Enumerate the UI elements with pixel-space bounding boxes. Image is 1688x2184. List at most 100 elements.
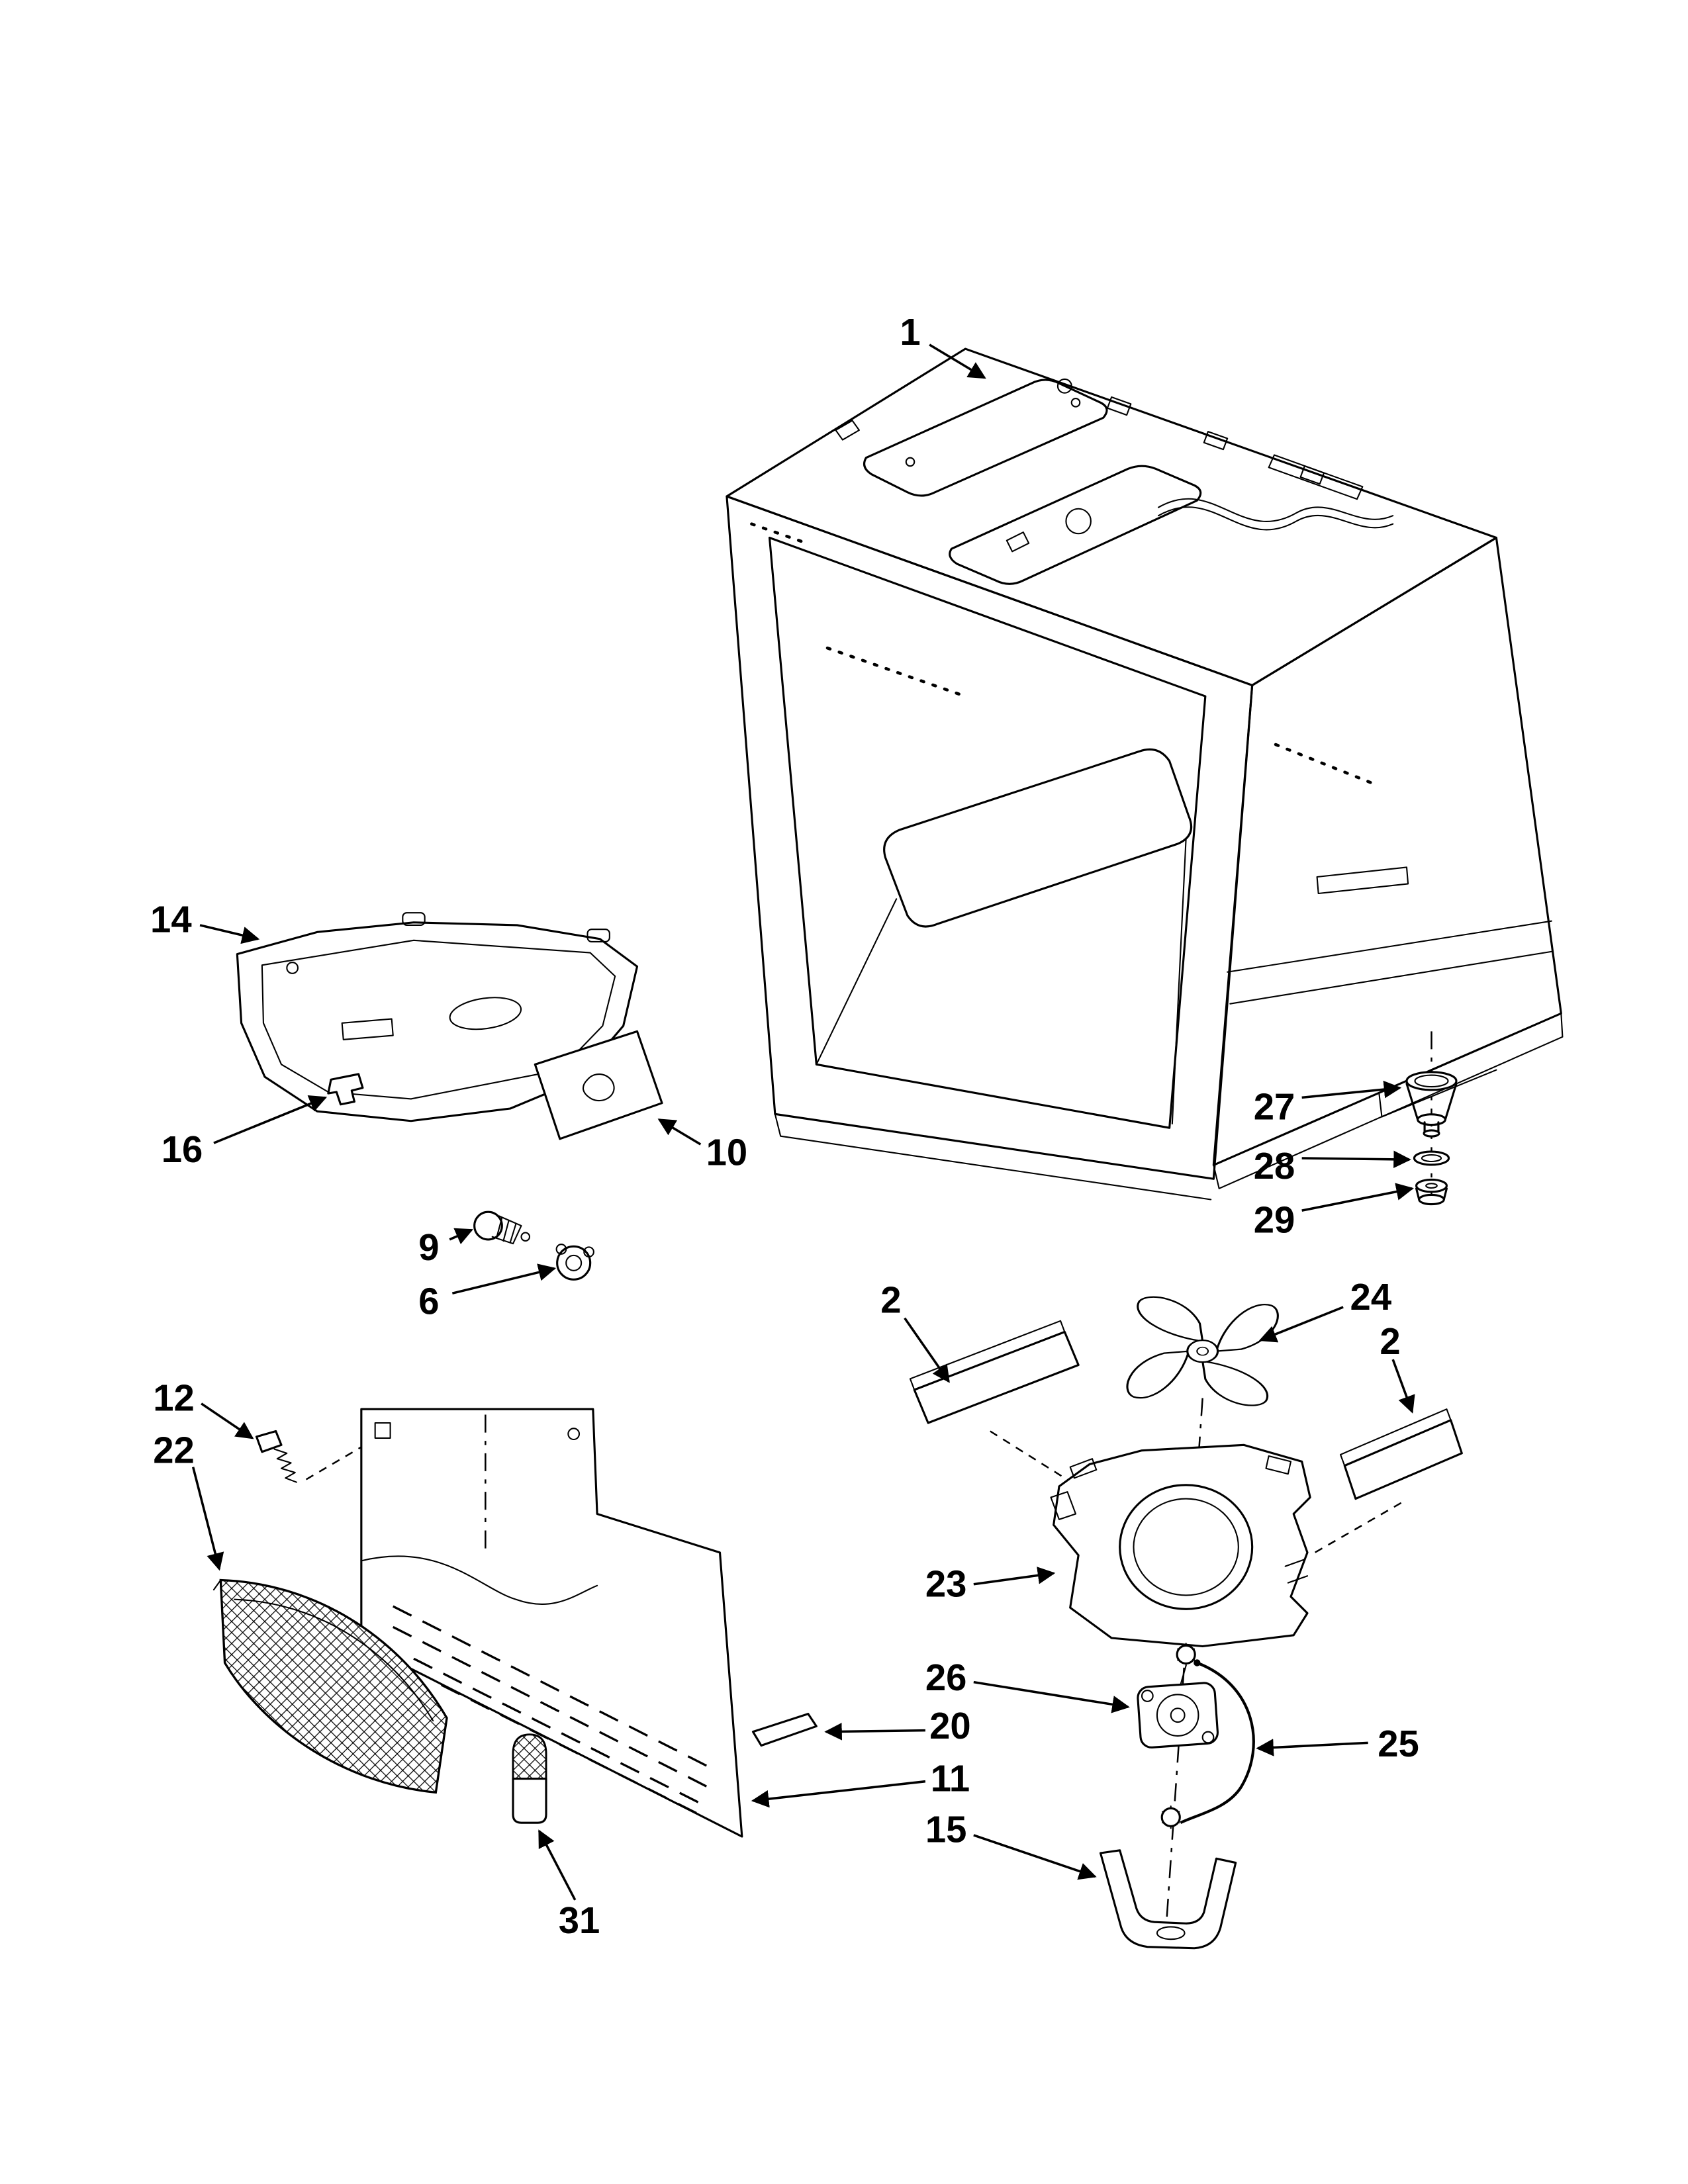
fan-hub <box>1186 1340 1219 1363</box>
right-face-slot <box>1316 866 1409 895</box>
callout-23: 23 <box>925 1563 967 1605</box>
lamp-cover-dome <box>512 1733 547 1780</box>
foam-block-right-drawing <box>1339 1408 1463 1500</box>
evaporator-plate-a <box>863 379 1108 497</box>
light-grille-drawing <box>212 1578 448 1794</box>
leader-24 <box>1258 1306 1344 1343</box>
callout-22: 22 <box>153 1429 195 1471</box>
callout-16: 16 <box>162 1128 203 1170</box>
motor-mount-1 <box>1141 1690 1154 1702</box>
bracket-hole <box>1156 1926 1186 1940</box>
mounting-bracket-drawing <box>1099 1849 1237 1950</box>
leader-25 <box>1256 1739 1368 1756</box>
callout-9: 9 <box>418 1226 439 1268</box>
foam-right-top <box>1339 1408 1452 1467</box>
panel-vent-row-4 <box>440 1684 697 1815</box>
drain-cup-drawing <box>1405 1071 1458 1138</box>
cup-sides <box>1405 1082 1458 1121</box>
dotted-row-interior <box>825 646 967 698</box>
leader-15 <box>973 1834 1097 1880</box>
callout-27: 27 <box>1254 1086 1295 1128</box>
callout-labels: 1 2 2 6 9 10 11 12 14 15 16 20 22 23 24 … <box>150 311 1419 1941</box>
grille-inner-curve <box>234 1598 434 1722</box>
panel-contour-line <box>360 1555 598 1605</box>
plate-b-hole <box>1065 508 1092 535</box>
clip-drawing <box>327 1073 364 1106</box>
ring-outer <box>1413 1150 1450 1166</box>
fan-blade-2 <box>1215 1304 1279 1352</box>
socket-ear-1 <box>555 1244 567 1255</box>
leader-22 <box>191 1467 224 1571</box>
motor-shaft <box>1180 1664 1187 1686</box>
liner-opening <box>768 536 1207 1129</box>
grille-tip <box>212 1579 222 1591</box>
motor-body <box>1137 1682 1219 1749</box>
fan-blade-1 <box>1137 1296 1204 1342</box>
callout-28: 28 <box>1254 1145 1295 1187</box>
seal-ring-drawing <box>1413 1150 1450 1166</box>
fan-blade-3 <box>1201 1360 1268 1406</box>
insulation-sheet-drawing <box>534 1030 663 1140</box>
plate-a-hole <box>905 457 915 467</box>
shroud-tab-right <box>1265 1455 1292 1475</box>
lamp-socket-drawing <box>555 1244 594 1281</box>
callout-26: 26 <box>925 1657 967 1698</box>
liner-right-face <box>1212 536 1562 1166</box>
foam-right-face <box>1343 1419 1463 1500</box>
callout-6: 6 <box>418 1280 439 1322</box>
grommet-hole <box>1425 1183 1438 1189</box>
fan-blade-4 <box>1126 1350 1190 1399</box>
cup-rim-inner <box>1414 1074 1449 1088</box>
callout-12: 12 <box>153 1377 195 1418</box>
callout-31: 31 <box>559 1899 600 1941</box>
callout-1: 1 <box>900 311 920 353</box>
evaporator-tube <box>1157 498 1394 522</box>
grommet-bottom <box>1418 1193 1445 1206</box>
cup-bottom <box>1417 1113 1446 1126</box>
cup-stem-end <box>1423 1129 1440 1138</box>
callout-24: 24 <box>1350 1276 1392 1318</box>
screw-leader-dash <box>305 1441 370 1480</box>
leader-27 <box>1301 1080 1402 1099</box>
leader-lines <box>191 343 1415 1901</box>
leader-16 <box>213 1095 328 1144</box>
tray-rect-hole <box>341 1018 394 1040</box>
bulb-tip <box>520 1232 531 1242</box>
leader-23 <box>973 1567 1056 1586</box>
freezer-liner-drawing <box>726 347 1564 1201</box>
bracket-outline <box>1099 1849 1237 1950</box>
shroud-tab-left <box>1069 1458 1098 1479</box>
shroud-opening-outer <box>1119 1484 1254 1610</box>
lamp-cover-body <box>512 1777 547 1824</box>
grommet-top <box>1415 1178 1448 1193</box>
callout-2-left: 2 <box>880 1279 901 1320</box>
leader-11 <box>751 1780 926 1808</box>
light-bulb-drawing <box>473 1210 531 1245</box>
motor-bottom-nut-ring <box>1160 1807 1181 1827</box>
leader-1 <box>929 343 986 379</box>
panel-square-hole <box>374 1422 391 1439</box>
leader-14 <box>199 924 260 944</box>
leader-12 <box>201 1402 254 1439</box>
top-edge-tabs <box>835 396 1325 485</box>
grommet-sides <box>1415 1187 1448 1201</box>
screw-head <box>255 1430 283 1453</box>
top-face-slot <box>1268 454 1364 500</box>
liner-bottom-step <box>1378 1069 1497 1118</box>
dotted-row-side <box>1274 743 1381 788</box>
callout-29: 29 <box>1254 1199 1295 1240</box>
tray-foot-1 <box>402 912 426 926</box>
liner-floor-recess <box>883 748 1193 928</box>
leader-2-right <box>1391 1359 1415 1414</box>
fan-motor-drawing <box>1137 1643 1219 1829</box>
panel-vent-row-2 <box>392 1625 711 1790</box>
motor-top-nut-ring <box>1176 1644 1196 1665</box>
panel-vent-row-1 <box>392 1605 711 1769</box>
leader-26 <box>973 1680 1130 1713</box>
plate-b-tab <box>1006 531 1030 553</box>
callout-11: 11 <box>931 1757 970 1799</box>
trim-strip-drawing <box>751 1713 818 1747</box>
panel-vent-row-3 <box>413 1657 707 1807</box>
callout-15: 15 <box>925 1808 967 1850</box>
